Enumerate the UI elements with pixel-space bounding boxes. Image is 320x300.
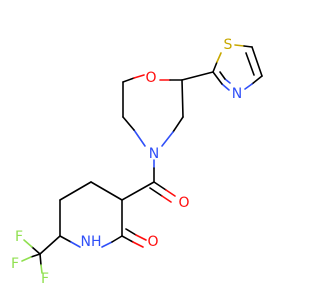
bond-cf3-f1-part bbox=[23, 239, 33, 248]
bond-carbonyl-o-part bbox=[165, 189, 176, 197]
bond-s-c5-part bbox=[243, 45, 253, 48]
bond-c2-s bbox=[212, 61, 218, 73]
amide-linker bbox=[121, 159, 176, 203]
bond-pip-n1-c2 bbox=[101, 241, 113, 248]
bond-n3-c2-double bbox=[224, 78, 231, 84]
bond-morph-c2-thiazole bbox=[181, 71, 214, 81]
bond-c2-c3 bbox=[181, 79, 184, 118]
bond-c3-n4-part bbox=[161, 131, 174, 147]
bond-c6-o1 bbox=[122, 77, 135, 83]
bond-c5-c4 bbox=[251, 46, 263, 77]
atom-nitrogen-morpholine: N bbox=[149, 146, 159, 162]
structure-svg: O N S N O O NH F F F bbox=[11, 37, 263, 287]
molecule-diagram: O N S N O O NH F F F bbox=[11, 37, 263, 287]
bond-pip-c4-c5 bbox=[59, 181, 92, 201]
bond-pip-c6-n1-part bbox=[70, 241, 81, 248]
bond-c6-o1-part bbox=[133, 74, 145, 79]
morpholine-ring bbox=[122, 71, 214, 147]
thiazole-ring bbox=[212, 44, 263, 91]
bond-c3-n4 bbox=[172, 116, 184, 133]
bond-carbonyl-c3 bbox=[121, 181, 155, 201]
bond-pip-c3-c4 bbox=[90, 181, 123, 201]
bond-cf3-f2 bbox=[30, 253, 41, 258]
bond-pip-n1-c2-part bbox=[111, 235, 123, 243]
atom-oxygen-morpholine: O bbox=[145, 70, 156, 86]
atom-oxygen-lactam: O bbox=[147, 234, 158, 250]
piperidinone-ring bbox=[59, 181, 147, 248]
bond-lactam-co-double-part bbox=[135, 234, 147, 241]
bond-lactam-co bbox=[121, 235, 134, 243]
atom-oxygen-carbonyl: O bbox=[178, 195, 189, 211]
bond-cf3-f1 bbox=[31, 246, 41, 255]
bond-c5-c4-double bbox=[245, 52, 255, 76]
bond-carbonyl-o-double bbox=[149, 187, 163, 197]
bond-n3-c2 bbox=[221, 83, 230, 91]
bond-n4-c5 bbox=[133, 129, 146, 147]
atom-sulfur-thiazole: S bbox=[224, 37, 233, 53]
bond-c4-n3-part bbox=[244, 83, 253, 90]
bond-cf3-f3-part bbox=[40, 264, 43, 274]
bond-pip-c6-n1 bbox=[59, 235, 72, 243]
bond-cf3-f2-part bbox=[21, 256, 32, 262]
bond-lactam-co-double bbox=[125, 228, 137, 236]
atom-nh-lactam: NH bbox=[81, 234, 102, 250]
bond-n3-c2-part bbox=[212, 71, 223, 85]
bond-c4-n3 bbox=[251, 75, 263, 85]
bond-carbonyl-o bbox=[153, 181, 167, 191]
bond-n4-c5-part bbox=[122, 116, 135, 131]
atom-fluorine-1: F bbox=[15, 229, 23, 245]
bond-lactam-co-part bbox=[132, 241, 144, 248]
bond-n3-c2-double-part bbox=[219, 71, 226, 80]
bond-s-c5 bbox=[234, 44, 245, 47]
atom-fluorine-2: F bbox=[11, 256, 19, 272]
atom-nitrogen-thiazole: N bbox=[232, 86, 242, 102]
bond-cf3-f3 bbox=[39, 253, 42, 266]
atom-fluorine-3: F bbox=[41, 271, 49, 287]
bond-c6-cf3 bbox=[39, 235, 61, 255]
trifluoromethyl-group bbox=[21, 235, 61, 274]
bond-carbonyl-o-double-part bbox=[161, 195, 172, 203]
bond-c2-s-part bbox=[216, 52, 222, 63]
